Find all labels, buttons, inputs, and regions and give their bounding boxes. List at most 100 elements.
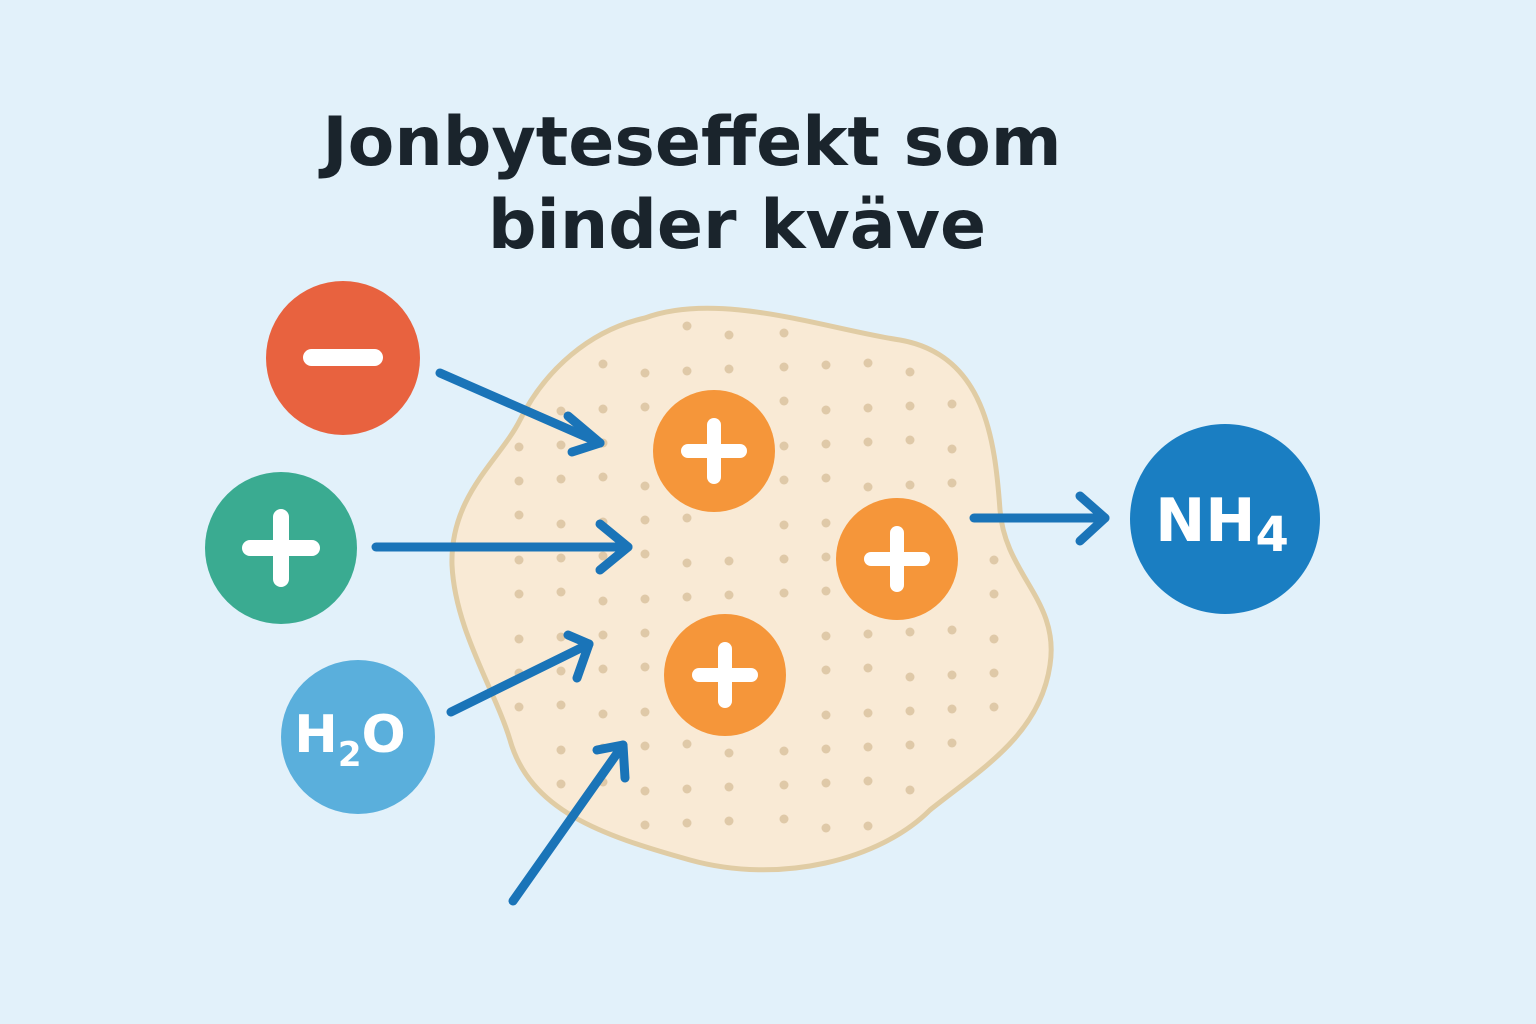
particle-dot: [556, 519, 566, 529]
particle-dot: [821, 586, 831, 596]
water-label-h: H: [294, 705, 338, 765]
particle-dot: [905, 627, 915, 637]
arrow-cation-to-particle: [371, 519, 633, 575]
particle-dot: [989, 555, 999, 565]
particle-dot: [905, 785, 915, 795]
particle-dot: [947, 478, 957, 488]
particle-dot: [682, 366, 692, 376]
particle-dot: [905, 706, 915, 716]
particle-dot: [863, 663, 873, 673]
particle-dot: [863, 358, 873, 368]
particle-dot: [779, 588, 789, 598]
particle-dot: [821, 823, 831, 833]
particle-dot: [514, 476, 524, 486]
particle-dot: [556, 745, 566, 755]
bound-cation-2: [836, 498, 958, 620]
particle-dot: [724, 816, 734, 826]
particle-dot: [556, 440, 566, 450]
particle-dot: [947, 625, 957, 635]
particle-dot: [556, 553, 566, 563]
particle-dot: [640, 549, 650, 559]
particle-dot: [514, 634, 524, 644]
bound-cation-3: [664, 614, 786, 736]
particle-dot: [779, 441, 789, 451]
particle-dot: [863, 742, 873, 752]
particle-dot: [556, 666, 566, 676]
particle-dot: [821, 665, 831, 675]
particle-dot: [905, 672, 915, 682]
particle-dot: [640, 662, 650, 672]
particle-dot: [682, 558, 692, 568]
particle-dot: [905, 367, 915, 377]
particle-dot: [863, 482, 873, 492]
particle-dot: [821, 552, 831, 562]
particle-dot: [779, 520, 789, 530]
particle-dot: [682, 739, 692, 749]
diagram-title-line-2: binder kväve: [488, 186, 986, 265]
particle-dot: [724, 330, 734, 340]
arrow-anion-to-particle: [435, 368, 605, 457]
particle-dot: [863, 821, 873, 831]
particle-dot: [779, 328, 789, 338]
soil-particle: [449, 305, 1054, 873]
cation-ion-green: [205, 472, 357, 624]
particle-dot: [779, 780, 789, 790]
particle-dot: [863, 776, 873, 786]
particle-dot: [598, 630, 608, 640]
particle-dot: [821, 439, 831, 449]
particle-dot: [724, 364, 734, 374]
particle-dot: [640, 628, 650, 638]
minus-icon: [303, 349, 383, 366]
ammonium-ion: NH4: [1130, 424, 1320, 614]
arrow-particle-to-ammonium: [969, 491, 1110, 546]
particle-dot: [640, 368, 650, 378]
particle-dot: [682, 321, 692, 331]
particle-dot: [779, 554, 789, 564]
particle-dot: [989, 634, 999, 644]
particle-dot: [598, 596, 608, 606]
particle-dot: [640, 402, 650, 412]
ammonium-label-nh: NH: [1155, 486, 1255, 556]
particle-dot: [989, 589, 999, 599]
particle-dot: [640, 594, 650, 604]
water-label-subscript: 2: [338, 735, 362, 775]
particle-dot: [821, 360, 831, 370]
ammonium-label-subscript: 4: [1256, 507, 1289, 563]
anion-ion: [266, 281, 420, 435]
particle-dot: [779, 396, 789, 406]
particle-dot: [556, 632, 566, 642]
particle-dot: [598, 404, 608, 414]
particle-dot: [724, 782, 734, 792]
particle-dot: [556, 406, 566, 416]
particle-dot: [514, 510, 524, 520]
particle-dot: [821, 744, 831, 754]
particle-dot: [905, 401, 915, 411]
particle-dot: [514, 555, 524, 565]
particle-dot: [556, 587, 566, 597]
particle-dot: [598, 664, 608, 674]
particle-dot: [682, 784, 692, 794]
particle-dot: [821, 473, 831, 483]
particle-dot: [724, 590, 734, 600]
particle-dot: [640, 481, 650, 491]
plus-icon: [242, 509, 320, 587]
diagram-title-line-1: Jonbyteseffekt som: [318, 103, 1061, 182]
particle-dot: [821, 778, 831, 788]
particle-dot: [640, 707, 650, 717]
arrow-bottom-to-particle: [508, 740, 630, 906]
particle-dot: [821, 405, 831, 415]
particle-dot: [947, 444, 957, 454]
arrows: [371, 368, 1110, 906]
water-molecule: H2O: [281, 660, 435, 814]
particle-dot: [989, 702, 999, 712]
particle-dot: [947, 738, 957, 748]
particle-dot: [779, 362, 789, 372]
particle-dot: [863, 629, 873, 639]
particle-dot: [863, 437, 873, 447]
particle-dot: [640, 515, 650, 525]
particle-dot: [779, 814, 789, 824]
particle-dot: [947, 399, 957, 409]
particle-dot: [821, 518, 831, 528]
water-label-o: O: [361, 705, 405, 765]
